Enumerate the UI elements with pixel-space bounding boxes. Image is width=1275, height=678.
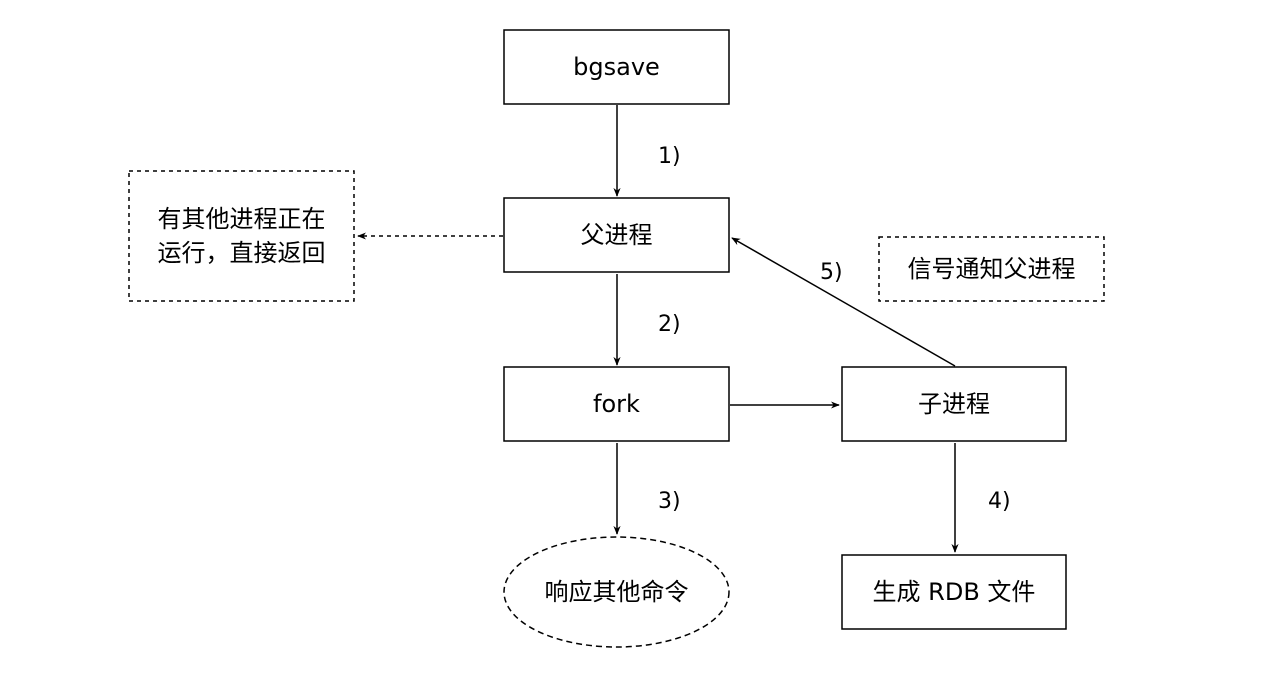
node-generate-rdb-file-label: 生成 RDB 文件 xyxy=(873,578,1036,606)
node-fork: fork xyxy=(503,366,730,442)
node-parent-process: 父进程 xyxy=(503,197,730,273)
node-generate-rdb-file: 生成 RDB 文件 xyxy=(841,554,1067,630)
note-signal-parent: 信号通知父进程 xyxy=(878,236,1105,302)
edge-label-2: 2) xyxy=(658,312,681,337)
edge-label-5: 5) xyxy=(820,260,843,285)
note-other-process-running: 有其他进程正在 运行，直接返回 xyxy=(128,170,355,302)
edge-child-to-parent xyxy=(731,237,956,367)
node-respond-other-commands: 响应其他命令 xyxy=(503,536,730,648)
note-signal-parent-label: 信号通知父进程 xyxy=(908,255,1076,283)
node-bgsave-label: bgsave xyxy=(573,53,660,81)
edge-label-1: 1) xyxy=(658,144,681,169)
node-child-process: 子进程 xyxy=(841,366,1067,442)
note-other-process-running-line-2: 运行，直接返回 xyxy=(158,239,326,267)
edge-label-4: 4) xyxy=(988,489,1011,514)
node-fork-label: fork xyxy=(593,390,640,418)
note-other-process-running-line-1: 有其他进程正在 xyxy=(158,205,326,233)
node-parent-process-label: 父进程 xyxy=(581,221,653,249)
edge-label-3: 3) xyxy=(658,489,681,514)
node-bgsave: bgsave xyxy=(503,29,730,105)
node-respond-other-commands-label: 响应其他命令 xyxy=(545,578,689,606)
node-child-process-label: 子进程 xyxy=(918,390,990,418)
